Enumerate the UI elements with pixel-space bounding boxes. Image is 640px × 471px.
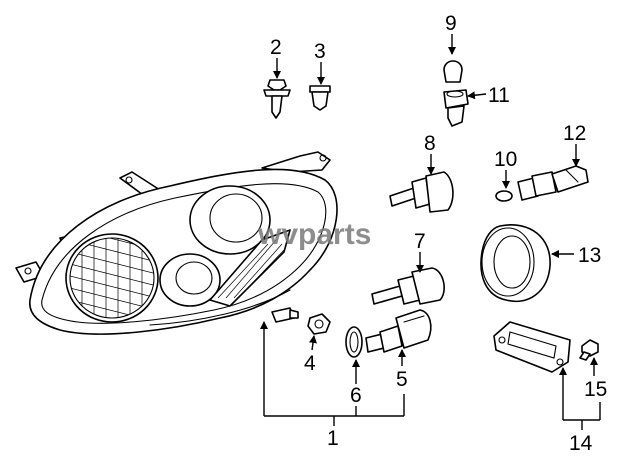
bulb-socket-assembly [365, 309, 432, 353]
callout-13: 13 [578, 244, 601, 267]
watermark-logo: wvparts [257, 218, 371, 251]
callout-4: 4 [304, 352, 316, 375]
callout-15: 15 [584, 378, 607, 401]
callout-7: 7 [414, 230, 426, 253]
high-beam-bulb [389, 171, 454, 213]
callout-6: 6 [350, 384, 362, 407]
wedge-bulb [443, 60, 463, 83]
bulb-socket [443, 89, 469, 127]
headlamp-assembly [15, 151, 338, 335]
grommet [309, 85, 331, 111]
callout-8: 8 [424, 132, 436, 155]
nut [307, 313, 331, 335]
callout-10: 10 [494, 148, 517, 171]
callout-labels: 1 2 3 4 5 6 7 8 9 10 11 12 13 14 15 [270, 12, 607, 455]
callout-3: 3 [314, 40, 326, 63]
retainer-clip [263, 79, 291, 119]
screw [579, 339, 599, 361]
callout-14: 14 [569, 432, 593, 455]
callout-2: 2 [270, 36, 282, 59]
socket-wire [517, 165, 589, 201]
license-lamp-housing [493, 321, 571, 373]
callout-12: 12 [563, 122, 586, 145]
callout-1: 1 [327, 427, 339, 450]
callout-5: 5 [396, 368, 408, 391]
small-bulb [495, 190, 513, 202]
leader-lines [260, 34, 601, 430]
callout-9: 9 [445, 12, 457, 35]
callout-11: 11 [488, 84, 510, 107]
o-ring [345, 326, 363, 358]
headlamp-cover [480, 224, 551, 303]
low-beam-bulb [371, 267, 445, 305]
